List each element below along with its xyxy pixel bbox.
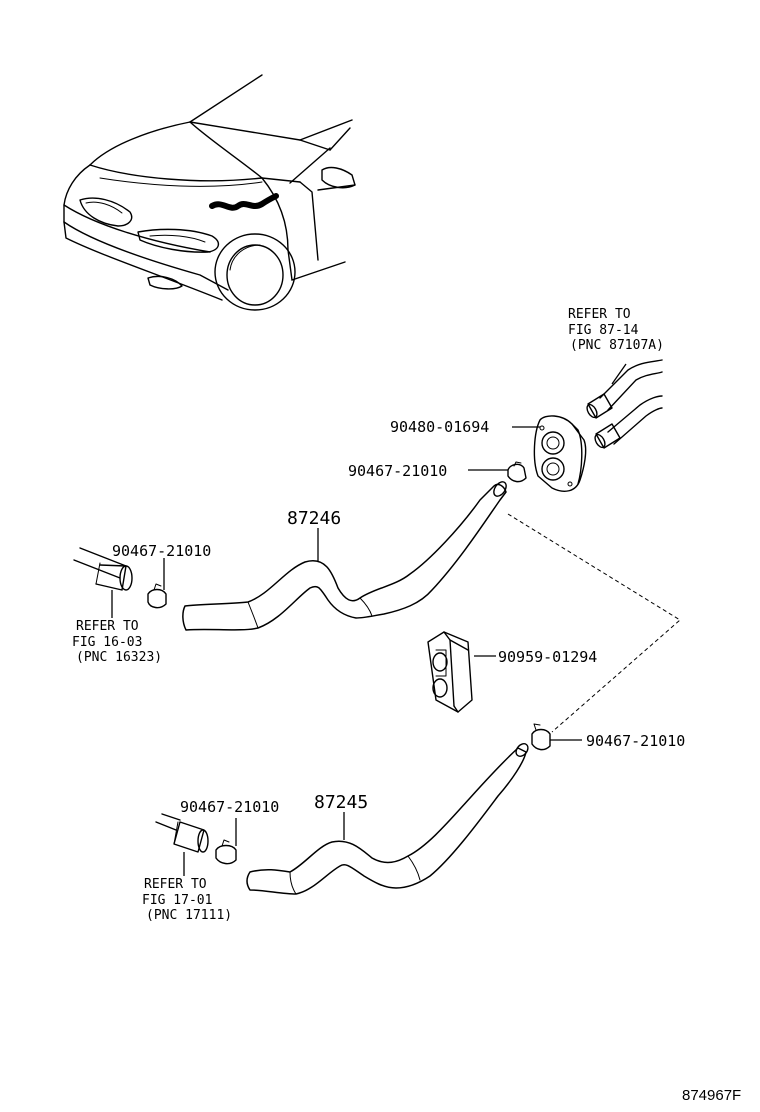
labels: 90480-01694 90467-21010 87246 90467-2101… [72, 307, 741, 1104]
clip-top [507, 461, 527, 483]
callout-clip-lower-left: 90467-21010 [180, 798, 279, 816]
ref-lower-left-line1: REFER TO [144, 877, 207, 892]
heater-pipes [586, 359, 663, 449]
ref-top-right-line3: (PNC 87107A) [570, 338, 664, 353]
ref-upper-left-line3: (PNC 16323) [76, 650, 162, 665]
clip-mid-right [531, 723, 551, 751]
pipe-upper-left [73, 547, 133, 591]
car-illustration [63, 74, 356, 311]
ref-top-right-line2: FIG 87-14 [568, 323, 639, 338]
callout-hose-87245: 87245 [314, 792, 368, 813]
leader-lines [111, 363, 627, 876]
callout-grommet-mid: 90959-01294 [498, 648, 597, 666]
callout-clip-mid-right: 90467-21010 [586, 732, 685, 750]
callout-hose-87246: 87246 [287, 508, 341, 529]
hose-87245 [246, 743, 529, 895]
clip-lower-left [215, 839, 237, 865]
callout-grommet-top: 90480-01694 [390, 418, 489, 436]
callout-clip-upper-left: 90467-21010 [112, 542, 211, 560]
ref-upper-left-line1: REFER TO [76, 619, 139, 634]
figure-id: 874967F [682, 1087, 741, 1104]
callout-clip-top: 90467-21010 [348, 462, 447, 480]
pipe-lower-left [155, 813, 209, 853]
ref-top-right-line1: REFER TO [568, 307, 631, 322]
ref-lower-left-line2: FIG 17-01 [142, 893, 212, 908]
ref-upper-left-line2: FIG 16-03 [72, 635, 142, 650]
grommet-mid [427, 631, 473, 713]
hose-87246 [182, 481, 507, 631]
connector-dashed-line [507, 513, 681, 733]
clip-upper-left [147, 583, 167, 609]
ref-lower-left-line3: (PNC 17111) [146, 908, 232, 923]
grommet-top [533, 415, 587, 492]
